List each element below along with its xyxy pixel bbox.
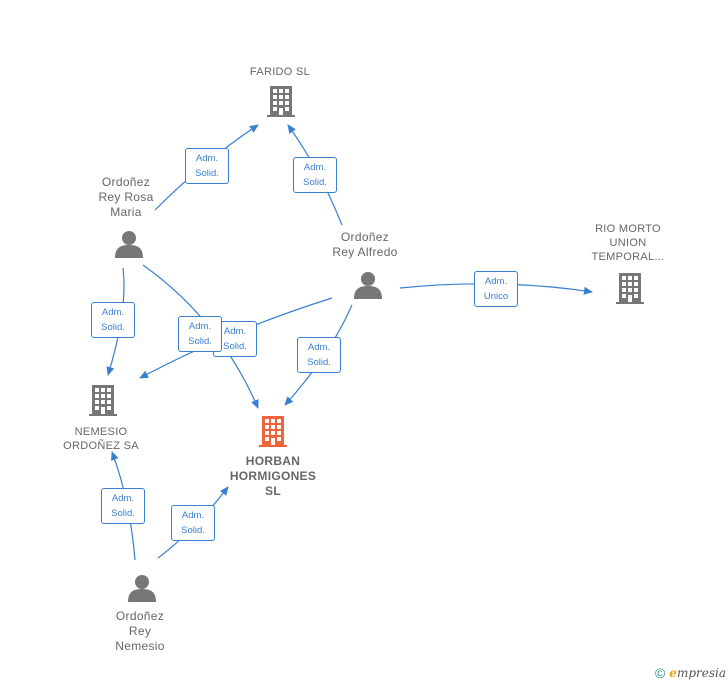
alfredo-person-icon[interactable] bbox=[354, 272, 382, 299]
nemesio-person-icon[interactable] bbox=[128, 575, 156, 602]
edge-label-rosa-horban[interactable]: Adm. Solid. bbox=[178, 316, 222, 352]
edge-label-nemesio-nemesiosa[interactable]: Adm. Solid. bbox=[101, 488, 145, 524]
node-label-alfredo[interactable]: Ordoñez Rey Alfredo bbox=[332, 230, 398, 259]
farido-building-icon[interactable] bbox=[267, 86, 295, 117]
brand-logo: empresia bbox=[669, 666, 726, 680]
node-label-farido[interactable]: FARIDO SL bbox=[249, 66, 311, 78]
edge-label-nemesio-horban[interactable]: Adm. Solid. bbox=[171, 505, 215, 541]
footer-brand[interactable]: © empresia bbox=[655, 665, 726, 681]
node-label-nemesio[interactable]: Ordoñez Rey Nemesio bbox=[115, 609, 165, 653]
rosa-person-icon[interactable] bbox=[115, 231, 143, 258]
edge-label-alfredo-farido[interactable]: Adm. Solid. bbox=[293, 157, 337, 193]
nemesio-sa-building-icon[interactable] bbox=[89, 385, 117, 416]
node-label-rio-morto[interactable]: RIO MORTO UNION TEMPORAL... bbox=[591, 223, 665, 263]
horban-building-icon[interactable] bbox=[259, 416, 287, 447]
node-label-horban[interactable]: HORBAN HORMIGONES SL bbox=[229, 454, 317, 498]
node-label-rosa[interactable]: Ordoñez Rey Rosa Maria bbox=[98, 175, 154, 219]
rio-morto-building-icon[interactable] bbox=[616, 273, 644, 304]
edge-label-alfredo-rio[interactable]: Adm. Unico bbox=[474, 271, 518, 307]
copyright-icon: © bbox=[654, 665, 666, 681]
node-label-nemesio-sa[interactable]: NEMESIO ORDOÑEZ SA bbox=[63, 426, 139, 452]
edge-label-rosa-nemesiosa[interactable]: Adm. Solid. bbox=[91, 302, 135, 338]
edge-label-alfredo-horban[interactable]: Adm. Solid. bbox=[297, 337, 341, 373]
edge-label-rosa-farido[interactable]: Adm. Solid. bbox=[185, 148, 229, 184]
